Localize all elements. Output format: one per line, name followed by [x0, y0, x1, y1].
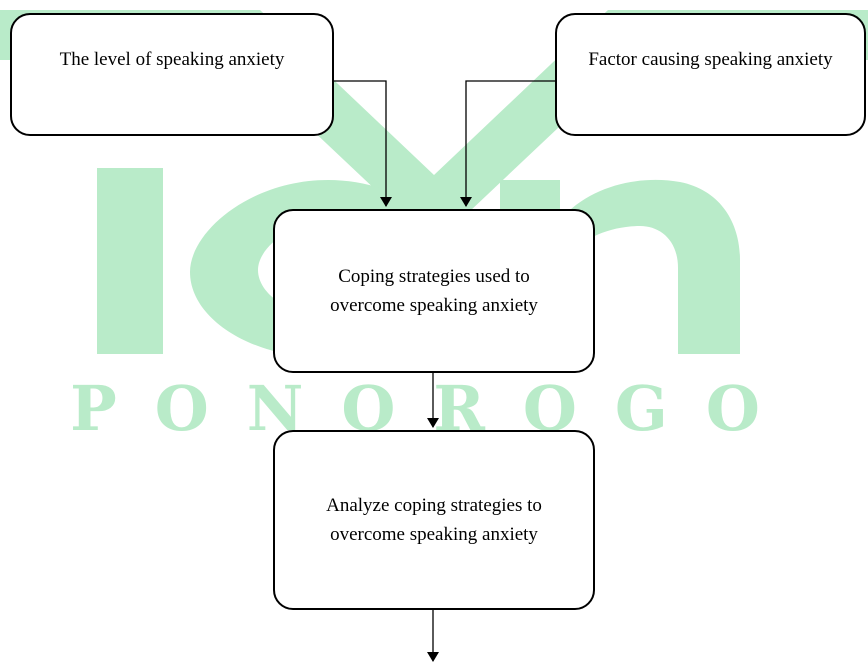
node-speaking-anxiety-level-label: The level of speaking anxiety — [59, 49, 285, 70]
node-anxiety-factors-label: Factor causing speaking anxiety — [588, 49, 833, 70]
node-coping-strategies-label: Coping strategies used to overcome speak… — [330, 266, 538, 316]
edge-factor-to-coping — [460, 80, 555, 207]
node-analyze-coping: Analyze coping strategies to overcome sp… — [273, 430, 595, 610]
edge-level-to-coping — [334, 80, 392, 207]
node-analyze-coping-label: Analyze coping strategies to overcome sp… — [326, 495, 542, 545]
node-coping-strategies: Coping strategies used to overcome speak… — [273, 209, 595, 373]
node-speaking-anxiety-level: The level of speaking anxiety — [10, 13, 334, 136]
node-anxiety-factors: Factor causing speaking anxiety — [555, 13, 866, 136]
